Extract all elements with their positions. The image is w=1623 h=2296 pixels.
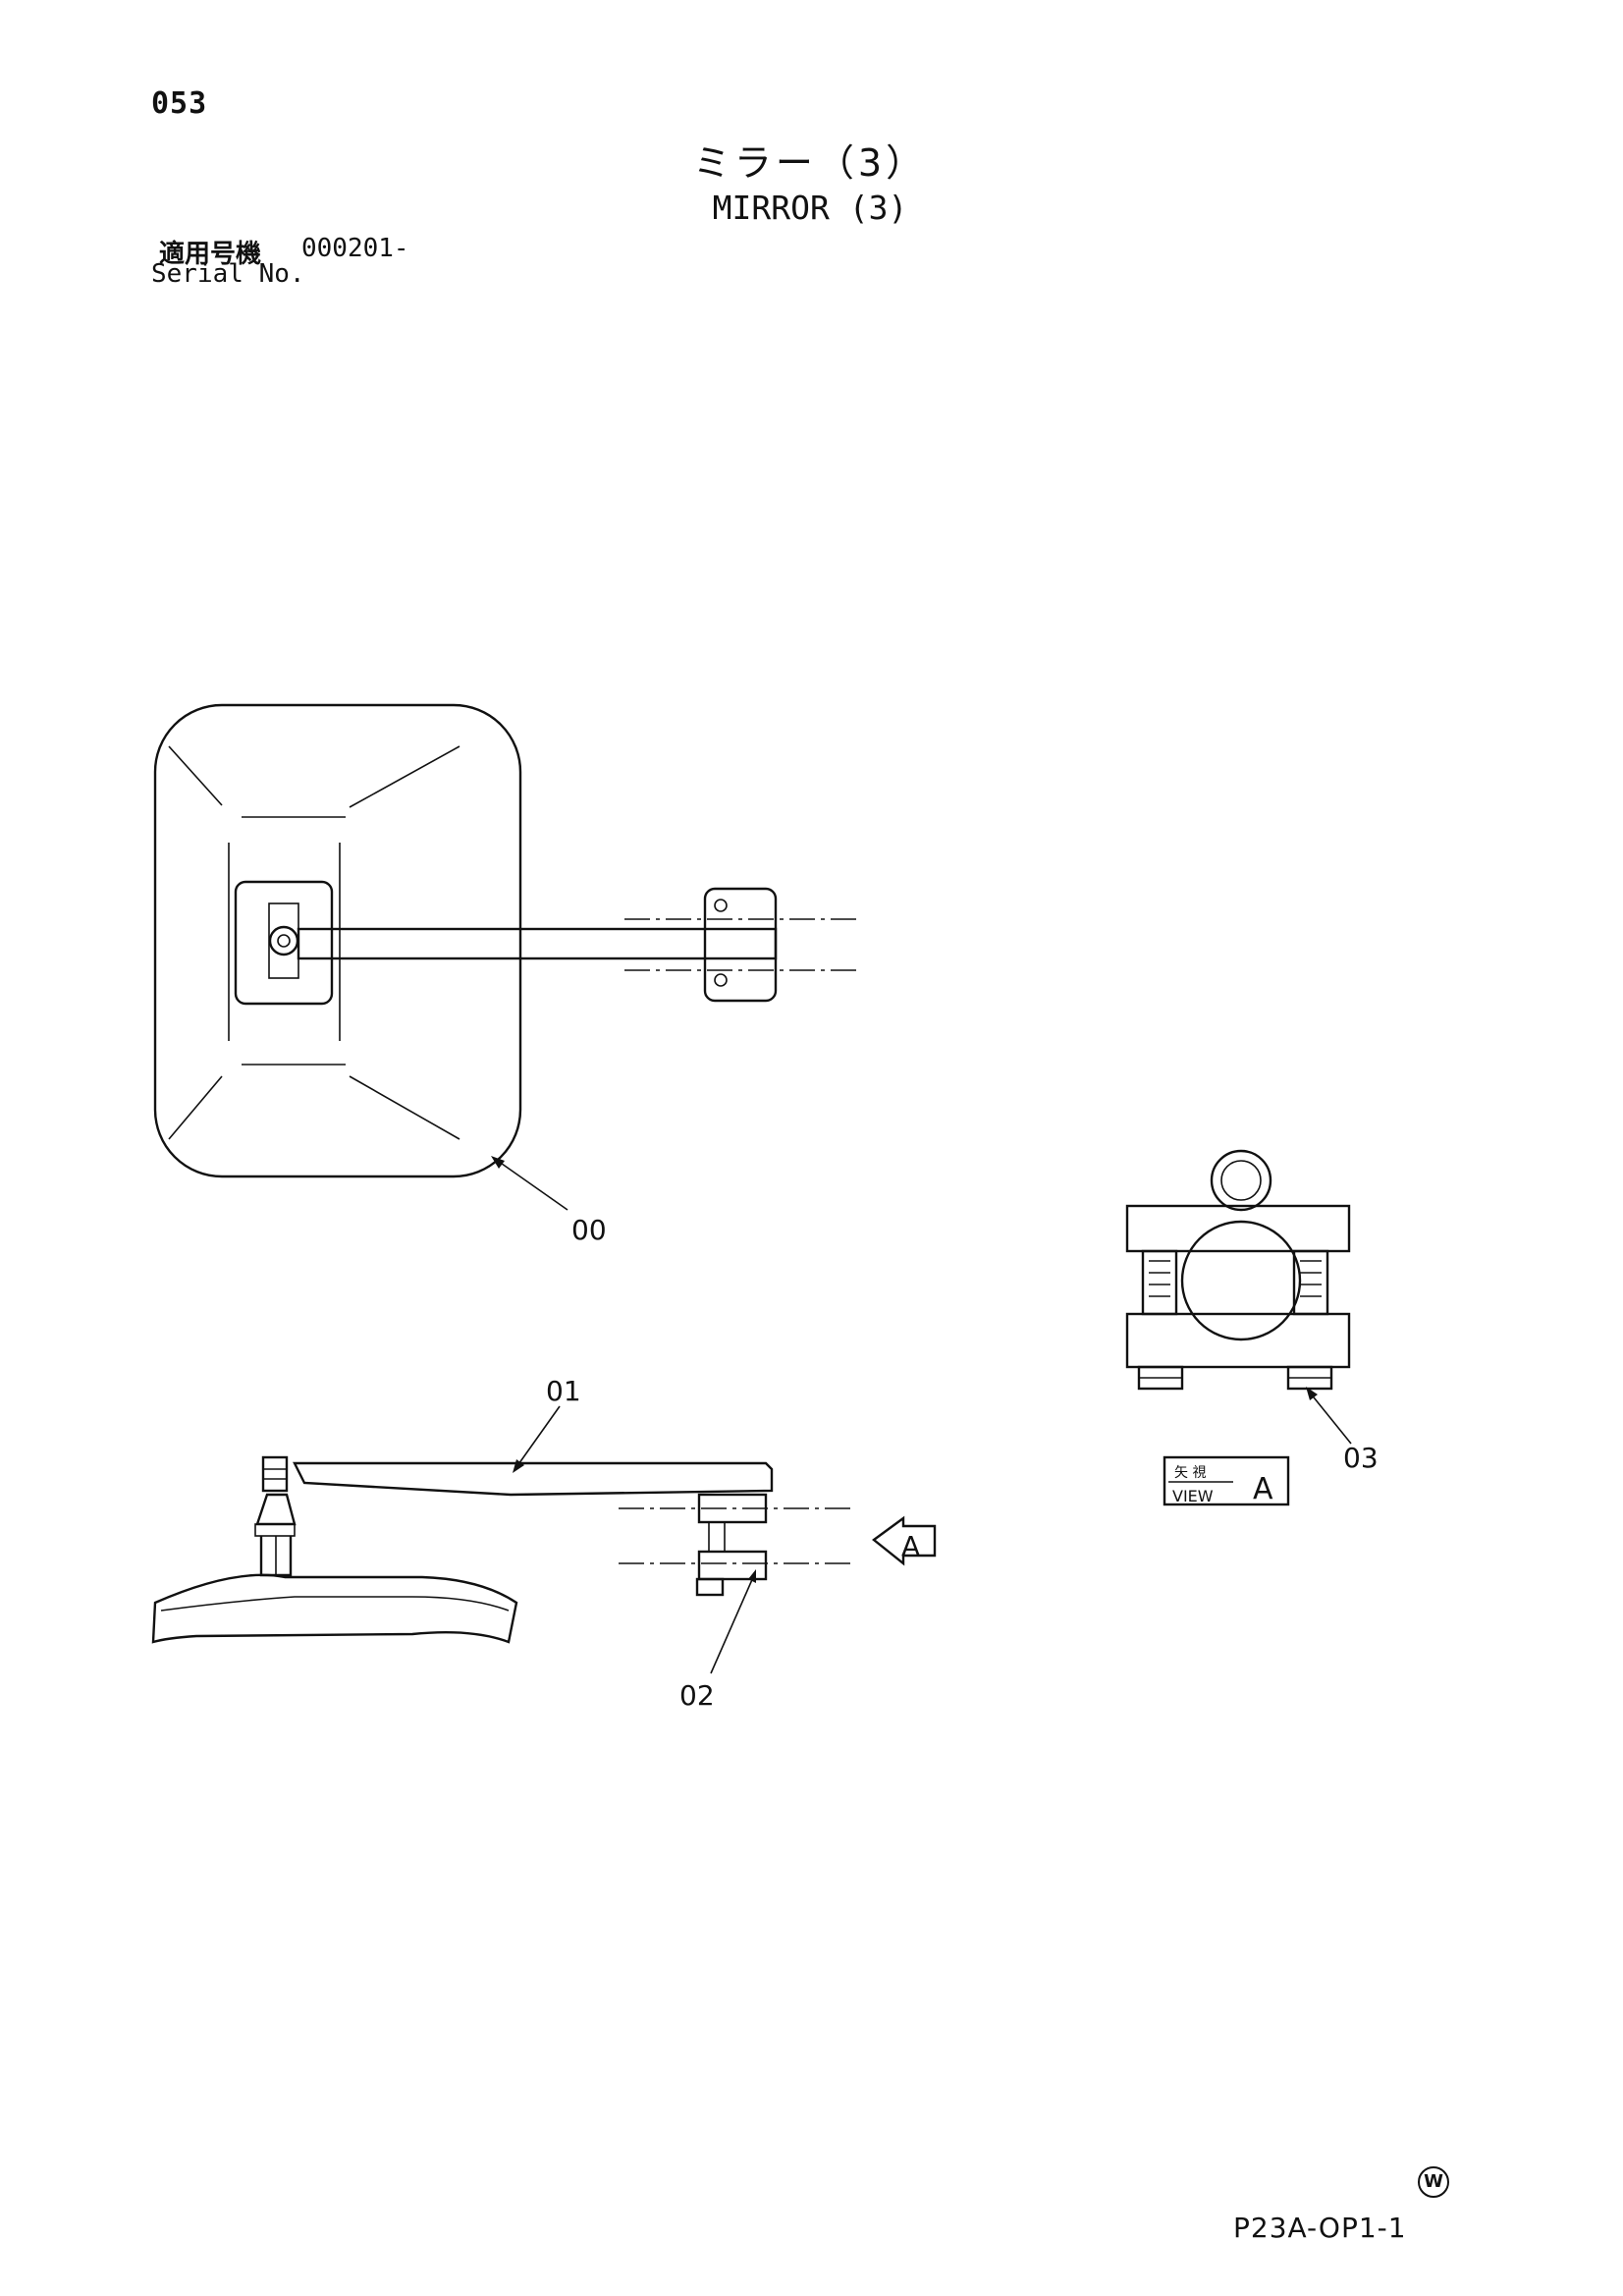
callout-02: 02 <box>679 1679 715 1712</box>
drawing-code: P23A-OP1-1 <box>1233 2212 1407 2244</box>
view-label-en: VIEW <box>1172 1487 1214 1505</box>
callout-00: 00 <box>571 1214 607 1246</box>
mirror-side-view <box>151 1455 850 1644</box>
clamp-pipe <box>1180 1220 1302 1341</box>
mirror-arm-side <box>293 1461 774 1497</box>
view-label-jp: 矢 視 <box>1174 1465 1206 1481</box>
mirror-outer-frame <box>153 703 522 1178</box>
view-arrow-letter: A <box>901 1530 920 1562</box>
mirror-mount-plate <box>234 880 334 1006</box>
page-number: 053 <box>151 86 208 121</box>
view-a-clamp <box>1125 1149 1351 1391</box>
manufacturer-mark: W <box>1418 2166 1449 2198</box>
view-a-label-box: 矢 視 VIEW A <box>1163 1455 1290 1506</box>
serial-label-en: Serial No. <box>151 259 305 289</box>
clamp-lower-block <box>1125 1312 1351 1369</box>
clamp-upper-block <box>1125 1204 1351 1253</box>
serial-label-jp: 適用号機 <box>159 240 262 269</box>
mirror-clamp-lower <box>697 1550 768 1581</box>
callout-01: 01 <box>546 1375 581 1407</box>
view-a-arrow: A <box>872 1515 937 1566</box>
page-title-en: MIRROR (3) <box>712 189 908 227</box>
mirror-front-view <box>153 703 856 1178</box>
mirror-glass-side <box>151 1573 518 1644</box>
serial-value: 000201- <box>301 234 409 263</box>
callout-03: 03 <box>1343 1442 1379 1474</box>
mirror-bracket-front <box>703 887 778 1003</box>
page-title-jp: ミラー（3） <box>692 141 928 185</box>
clamp-ring-outer <box>1210 1149 1272 1212</box>
view-label-letter: A <box>1253 1472 1273 1506</box>
